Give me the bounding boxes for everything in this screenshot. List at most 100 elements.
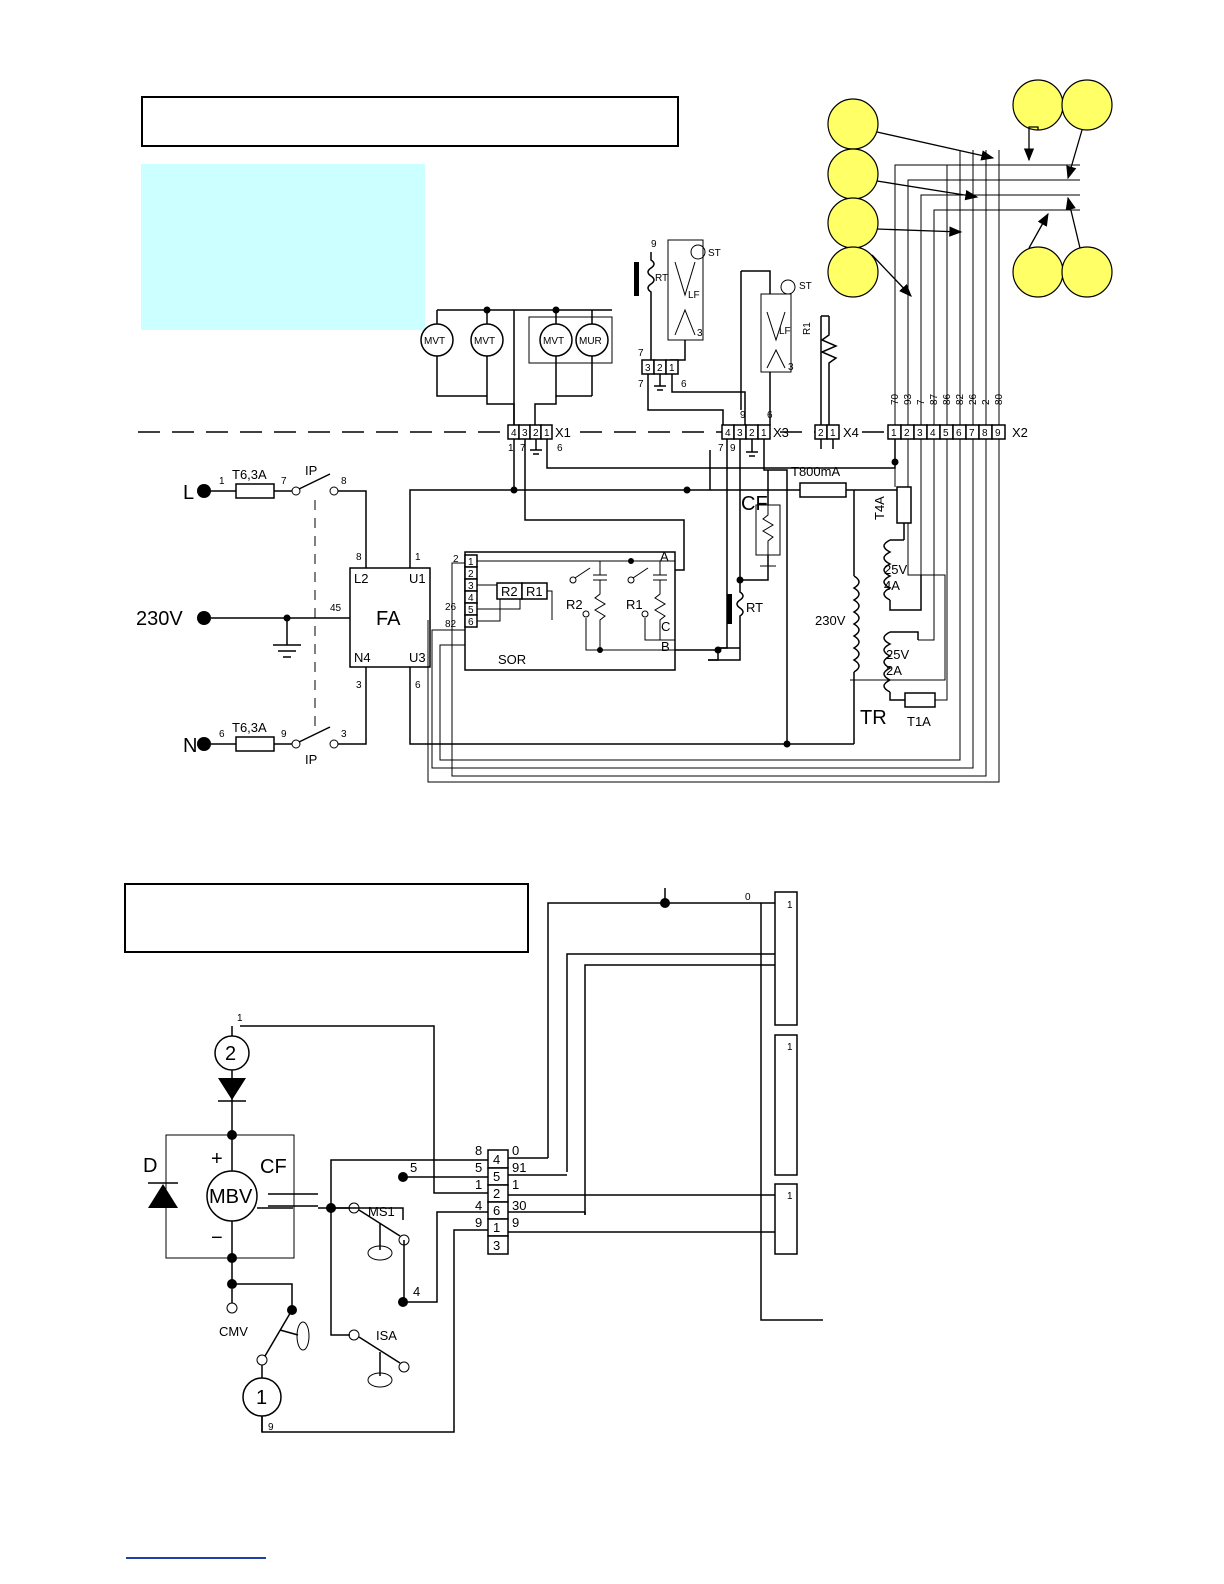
pin-label: 9: [651, 239, 657, 250]
wire: [436, 356, 487, 397]
heater-2: LF ST 3: [740, 270, 812, 425]
ms1-label: MS1: [368, 1204, 395, 1219]
terminal-4-label: 4: [413, 1284, 420, 1299]
x3-wire: 7: [718, 443, 724, 454]
junction: [714, 646, 722, 654]
junction: [552, 306, 560, 314]
x1-pin: 3: [522, 428, 528, 439]
sor-label-b: B: [661, 639, 670, 654]
terminal-pin: 3: [493, 1238, 500, 1253]
contact-r2-label: R2: [566, 597, 583, 612]
terminal-pin: 1: [493, 1220, 500, 1235]
transformer-tr: 230V 25V 4A 25V 2A T1A TR: [815, 539, 936, 744]
bottom-schematic: 1 1 1 0 4 5 2 6 1: [143, 888, 823, 1433]
cmv-contact: [256, 1354, 268, 1366]
connector-x1: 4 3 2 1 X1 1 7 6: [507, 424, 571, 454]
harness-wire: [431, 439, 974, 769]
wire: [331, 1207, 404, 1220]
terminal-5: [398, 1172, 408, 1182]
heater-st-label: ST: [708, 248, 721, 259]
pin-label: 8: [341, 476, 347, 487]
terminal-pin: 2: [493, 1186, 500, 1201]
wire: [675, 649, 719, 651]
x1-pin: 2: [533, 428, 539, 439]
cmv-blade: [264, 1309, 293, 1357]
callout-circle: [827, 246, 879, 298]
wire: [647, 374, 724, 425]
motor-label: MUR: [579, 336, 602, 347]
tr-primary-label: 230V: [815, 613, 846, 628]
switch-contact: [291, 739, 301, 749]
x2-pin: 1: [891, 428, 897, 439]
label-230v: 230V: [136, 608, 183, 630]
callout-arrow: [1065, 196, 1081, 249]
callout-circle: [1061, 79, 1113, 131]
wire: [524, 439, 685, 571]
thermostat-bar: [634, 262, 639, 296]
switch-contact: [398, 1361, 410, 1373]
footer-link-underline[interactable]: [126, 1557, 266, 1559]
wire: [671, 374, 746, 425]
sor-board: 1 2 3 4 5 6 2 26 82 R2 R1 A B C: [445, 549, 676, 671]
terminal-5-label: 5: [410, 1160, 417, 1175]
connector-x4: 2 1 X4: [814, 424, 859, 440]
x3-wire: 9: [740, 410, 746, 421]
callout-arrow: [876, 131, 995, 161]
wire: [763, 439, 766, 471]
x2-pin: 4: [930, 428, 936, 439]
wire-label: 9: [268, 1422, 274, 1433]
wire: [338, 667, 367, 745]
x3-wire: 9: [730, 443, 736, 454]
resistor-rt-2: [736, 580, 744, 655]
wire: [477, 599, 501, 622]
switch-contact: [329, 486, 339, 496]
fuse-l: [235, 483, 275, 499]
wire-30: [584, 964, 775, 1215]
resistor-rt: [647, 252, 655, 300]
thermostat-bar-2: [727, 594, 732, 624]
fuse-t1a: [904, 692, 936, 708]
heater2-lf-label: LF: [779, 326, 791, 337]
pin-label: 9: [281, 729, 287, 740]
x2-pin: 6: [956, 428, 962, 439]
pin-label: 6: [219, 729, 225, 740]
fuse-t4a: [896, 486, 912, 524]
terminal-right-number: 0: [512, 1143, 519, 1158]
r2-resistor: [594, 580, 606, 650]
motor-label: MVT: [474, 336, 495, 347]
diode-d-icon: [148, 1184, 178, 1208]
sor-wire: 2: [453, 554, 459, 565]
x2-label: X2: [1012, 425, 1028, 440]
fuse-t800ma-label: T800mA: [791, 464, 840, 479]
label-l: L: [183, 482, 194, 504]
sor-label-a: A: [660, 549, 669, 564]
terminal-pin: 5: [493, 1169, 500, 1184]
switch-ip-label: IP: [305, 752, 317, 767]
terminal-n: [197, 737, 211, 751]
wire-91: [566, 953, 775, 1172]
wire-9: [261, 1229, 488, 1433]
plug-2: [774, 1034, 798, 1176]
cmv-label: CMV: [219, 1324, 248, 1339]
plug-1: [774, 891, 798, 1026]
callout-arrow: [1066, 129, 1083, 180]
r1-resistor: [654, 580, 666, 640]
wire-u1: [409, 489, 513, 568]
pin-label: 3: [697, 328, 703, 339]
motor-2-label: 2: [225, 1043, 236, 1065]
fuse-n: [235, 736, 275, 752]
top-schematic: L 1 T6,3A 7 IP 8 8 230V 45: [136, 79, 1113, 783]
sor-label-c: C: [661, 619, 670, 634]
wire-u3: [409, 667, 854, 745]
switch-contact: [348, 1329, 360, 1341]
heater-lf-label: LF: [688, 290, 700, 301]
fuse-n-label: T6,3A: [232, 720, 267, 735]
x3-label: X3: [773, 425, 789, 440]
wire-1: [240, 1025, 488, 1194]
harness-wire: [907, 179, 1080, 425]
motor-group-frame: [528, 316, 613, 364]
terminal-pin: 6: [493, 1203, 500, 1218]
callout-arrow: [1023, 126, 1039, 162]
relay-label: R2: [501, 584, 518, 599]
